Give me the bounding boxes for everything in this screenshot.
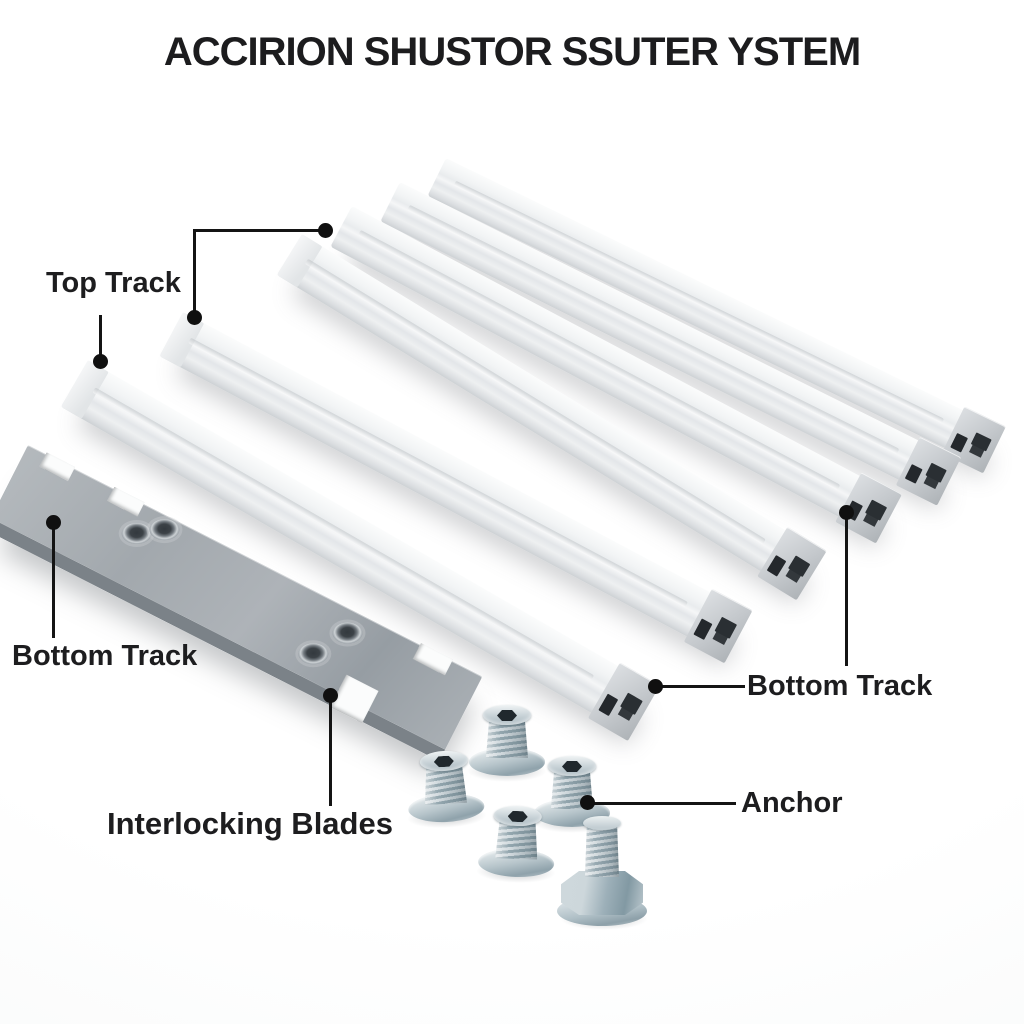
leader-dot-anchor (580, 795, 595, 810)
anchor-bolt-4 (475, 796, 559, 885)
leader-dot-plate-lower (323, 688, 338, 703)
rail-end-cap (683, 588, 753, 664)
hex-socket (497, 710, 517, 721)
label-top-track: Top Track (46, 267, 181, 299)
leader-dot-top-track (93, 354, 108, 369)
countersunk-hole (298, 643, 329, 665)
bolt-threaded-stud (585, 821, 619, 877)
plate-notch (39, 452, 76, 482)
anchor-bolt-1 (467, 696, 547, 782)
leader-anchor (594, 802, 736, 805)
leader-dot-rail2 (187, 310, 202, 325)
leader-bottom-track-right-v (845, 514, 848, 666)
plate-notch (412, 642, 454, 676)
leader-dot-rail1-end (648, 679, 663, 694)
leader-l-vertical (193, 229, 196, 317)
bolt-stud-top (583, 816, 621, 830)
label-interlocking-blades: Interlocking Blades (107, 806, 393, 841)
leader-top-track (99, 315, 102, 361)
rail-end-cap (588, 662, 660, 741)
hex-socket (562, 761, 582, 772)
leader-dot-plate-left (46, 515, 61, 530)
anchor-bolt-2 (403, 740, 488, 831)
plate-notch (107, 486, 145, 517)
anchor-bolt-5 (552, 816, 652, 930)
countersunk-hole (332, 622, 363, 644)
plate-notch (330, 674, 379, 724)
leader-bottom-track-left (52, 528, 55, 638)
countersunk-hole (149, 519, 180, 541)
countersunk-hole (121, 522, 152, 544)
leader-l-horizontal (193, 229, 325, 232)
label-bottom-track-left: Bottom Track (12, 640, 198, 672)
label-bottom-track-right: Bottom Track (747, 670, 933, 702)
rail-far-end (276, 234, 323, 288)
label-anchor: Anchor (741, 787, 843, 819)
rail-end-cap (757, 526, 827, 601)
leader-dot-rail4-side (839, 505, 854, 520)
leader-interlocking-blades (329, 700, 332, 806)
leader-dot-rail3 (318, 223, 333, 238)
leader-bottom-track-right-h (661, 685, 745, 688)
diagram-title: ACCIRION SHUSTOR SSUTER YSTEM (163, 30, 861, 74)
bolt-hex-collar (561, 871, 643, 915)
